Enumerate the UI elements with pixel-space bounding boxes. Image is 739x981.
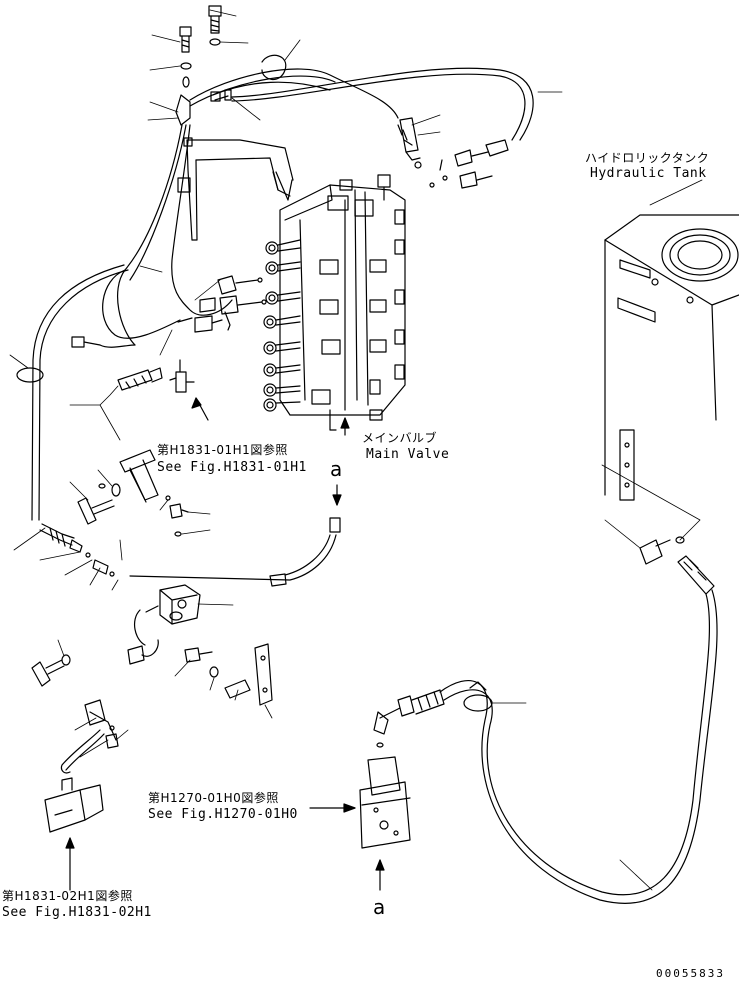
- hydraulic-tank-label-jp: ハイドロリックタンク: [585, 151, 710, 165]
- connector-a-top-label: a: [330, 457, 343, 481]
- ref-h1831-02-label-jp: 第H1831-02H1図参照: [2, 889, 133, 903]
- main-valve-body: [263, 174, 406, 431]
- valve-top-right-fittings: [397, 117, 509, 189]
- ref-h1831-01-label: See Fig.H1831-01H1: [157, 460, 307, 475]
- reference-arrows: [65, 397, 385, 891]
- top-bolts: [179, 5, 222, 88]
- harness-wires: [16, 54, 534, 521]
- ref-h1270-01-label-jp: 第H1270-01H0図参照: [148, 791, 279, 805]
- valve-left-fittings: [177, 275, 267, 333]
- tank-fittings: [639, 536, 715, 595]
- main-valve-label: Main Valve: [366, 447, 450, 462]
- ref-h1831-02-label: See Fig.H1831-02H1: [2, 905, 152, 920]
- hydraulic-tank-label: Hydraulic Tank: [590, 166, 707, 181]
- drawing-code: 00055833: [656, 967, 725, 980]
- sensor-fitting: [117, 359, 195, 393]
- connector-a-bottom-label: a: [373, 895, 386, 919]
- return-hose: [439, 589, 718, 904]
- bracket-guard: [175, 94, 294, 241]
- spool-caps: [263, 239, 301, 412]
- lower-solenoid: [44, 699, 119, 833]
- bolt-left: [77, 483, 121, 525]
- hydraulic-tank: [604, 214, 739, 501]
- main-valve-label-jp: メインバルブ: [362, 431, 438, 445]
- hose-to-connector-a: [129, 517, 341, 587]
- hose-left-mid: [119, 449, 189, 537]
- leader-lines: [9, 9, 703, 891]
- mount-bracket: [184, 643, 273, 706]
- bolt-lower-left: [31, 654, 71, 687]
- ref-h1270-01-label: See Fig.H1270-01H0: [148, 807, 298, 822]
- solenoid-valve: [127, 584, 201, 665]
- check-valve: [359, 689, 445, 849]
- ref-h1831-01-label-jp: 第H1831-01H1図参照: [157, 443, 288, 457]
